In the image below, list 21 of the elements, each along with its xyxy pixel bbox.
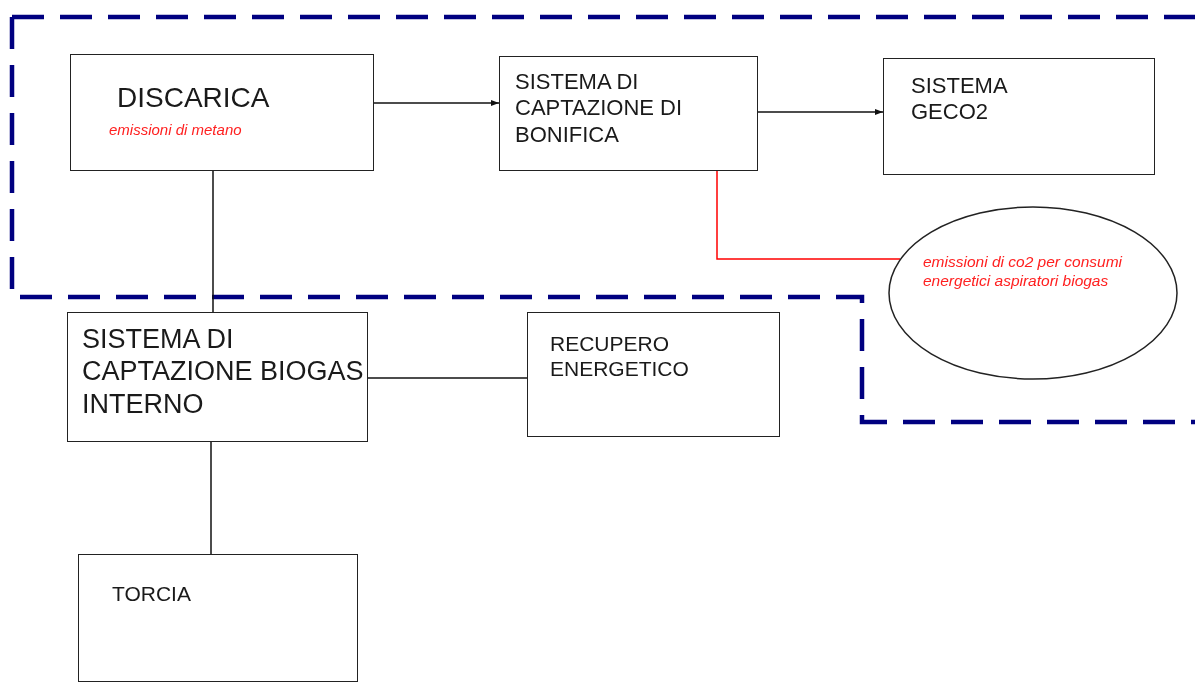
node-label: SISTEMA DI CAPTAZIONE DI BONIFICA: [515, 69, 684, 149]
node-label: DISCARICA: [117, 81, 271, 115]
node-label: TORCIA: [112, 581, 192, 607]
connector-line: [367, 377, 528, 379]
connector-line: [757, 109, 884, 115]
node-note: emissioni di metano: [109, 121, 243, 139]
node-label: SISTEMA GECO2: [911, 73, 1008, 126]
process-box: [883, 58, 1155, 175]
node-note: emissioni di co2 per consumi energetici aspiratori biogas: [923, 253, 1124, 291]
process-box: [527, 312, 780, 437]
ellipse-node: [888, 206, 1178, 380]
process-box: [499, 56, 758, 171]
node-label: RECUPERO ENERGETICO: [550, 331, 690, 382]
connector-line: [716, 170, 901, 260]
process-box: [78, 554, 358, 682]
process-box: [70, 54, 374, 171]
connector-line: [373, 100, 500, 106]
node-label: SISTEMA DI CAPTAZIONE BIOGAS INTERNO: [82, 323, 365, 421]
process-box: [67, 312, 368, 442]
connector-line: [212, 170, 214, 313]
connector-line: [210, 441, 212, 555]
